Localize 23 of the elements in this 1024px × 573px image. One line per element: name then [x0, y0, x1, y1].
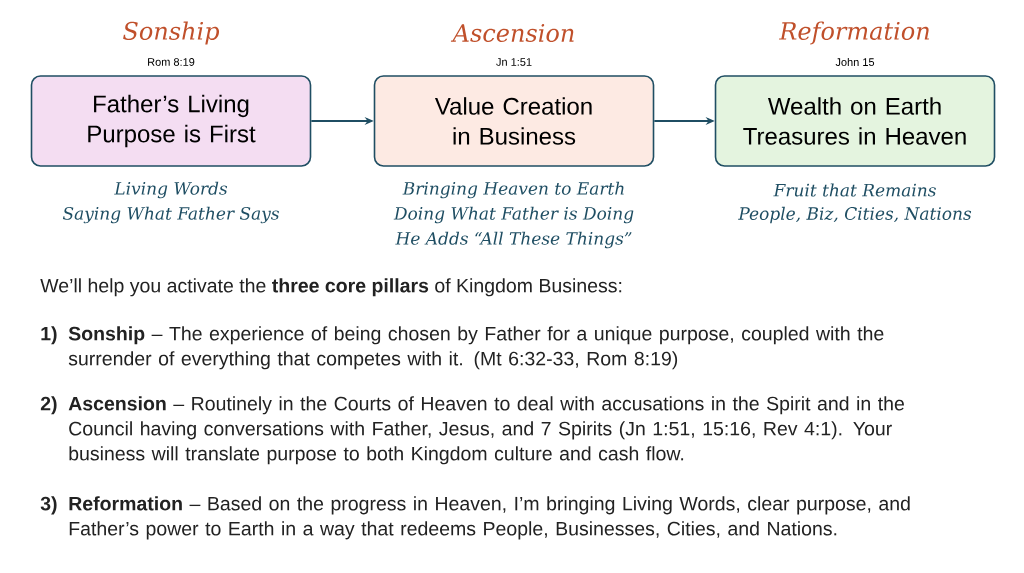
list-item: Sonship – The experience of being chosen by Father for a unique purpose, coupled with the surrender of everything that competes with it. (Mt 6:32-33, Rom 8:19) [68, 326, 884, 370]
process-box: Father’s Living Purpose is First [30, 75, 312, 167]
list-item: Reformation – Based on the progress in Heaven, I’m bringing Living Words, clear purpose, and Father’s power to Earth in a way that redeems People, Businesses, Cities, and Nations. [69, 496, 910, 540]
note: He Adds “All These Things” [395, 231, 632, 249]
heading: Ascension [450, 24, 574, 42]
list-item: Ascension – Routinely in the Courts of Heaven to deal with accusations in the Spirit and in the Council having conversations with Father, Jesus, and 7 Spirits (Jn 1:51, 15:16, Rev 4:1). Your business will translate purpose to both Kingdom culture and cash flow. [68, 396, 904, 465]
list-number: 2) [40, 396, 57, 415]
heading: Reformation [778, 21, 929, 45]
note: Bringing Heaven to Earth [402, 181, 624, 199]
intro-text: We’ll help you activate the three core pillars of Kingdom Business: [40, 278, 622, 297]
reference: Jn 1:51 [496, 58, 532, 66]
reference: John 15 [835, 57, 875, 67]
note: Saying What Father Says [62, 206, 279, 224]
list-number: 1) [41, 326, 57, 345]
heading: Sonship [123, 21, 219, 45]
list-number: 3) [40, 496, 57, 515]
note: Doing What Father is Doing [393, 206, 634, 224]
process-box: Value Creation in Business [373, 75, 655, 167]
note: Living Words [114, 181, 228, 199]
note: Fruit that Remains [773, 183, 936, 197]
process-box: Wealth on Earth Treasures in Heaven [714, 75, 996, 167]
note: People, Biz, Cities, Nations [738, 206, 972, 224]
reference: Rom 8:19 [148, 58, 195, 66]
